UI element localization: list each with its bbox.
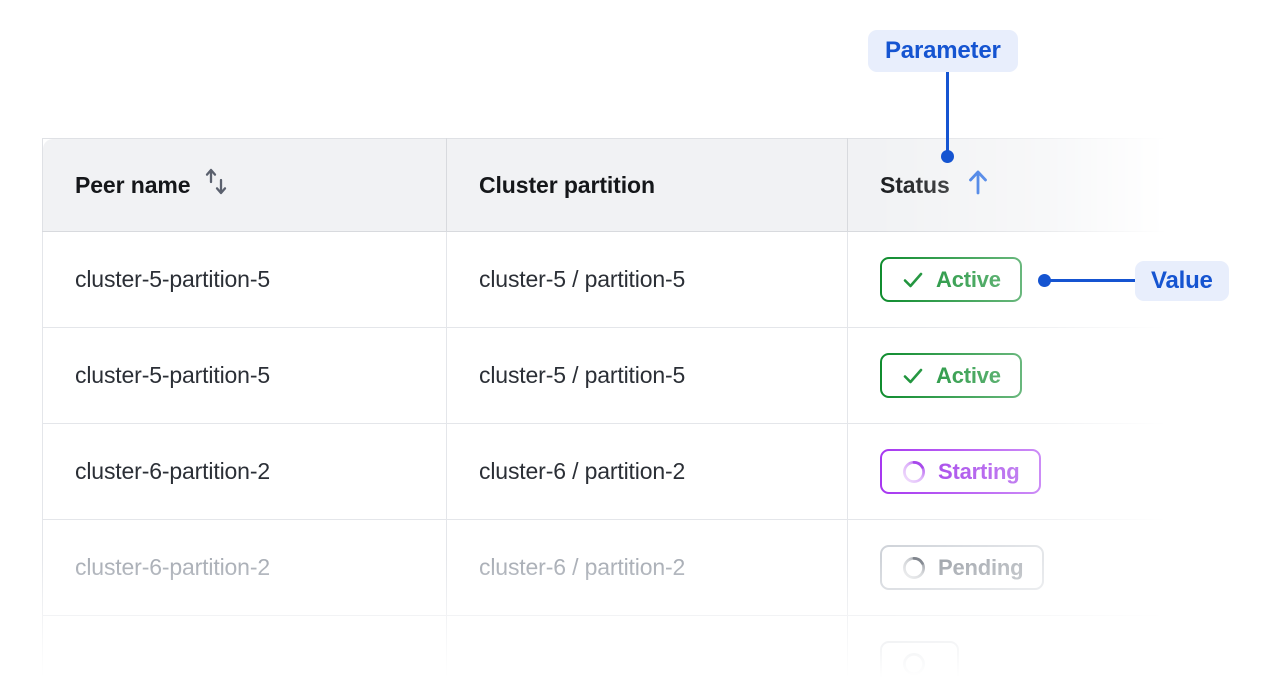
cell-status [847, 615, 1202, 688]
table-row[interactable]: cluster-5-partition-5 cluster-5 / partit… [42, 327, 1202, 424]
table-row[interactable]: cluster-5-partition-5 cluster-5 / partit… [42, 231, 1202, 328]
arrow-up-icon[interactable] [964, 167, 992, 203]
cell-peer-name: cluster-6-partition-2 [42, 423, 447, 520]
status-badge-label: Pending [938, 554, 1024, 580]
cell-status: Starting [847, 423, 1202, 520]
cell-cluster-partition [446, 615, 848, 688]
cell-peer-name: cluster-5-partition-5 [42, 327, 447, 424]
parameter-connector-dot [941, 150, 954, 163]
cell-peer-name [42, 615, 447, 688]
table-header-row: Peer name Cluster partition [42, 138, 1202, 232]
status-badge-active: Active [880, 257, 1022, 302]
cell-cluster-partition: cluster-5 / partition-5 [446, 231, 848, 328]
cell-status: Active [847, 231, 1202, 328]
cell-status: Pending [847, 519, 1202, 616]
status-badge-active: Active [880, 353, 1022, 398]
cell-cluster-partition: cluster-5 / partition-5 [446, 327, 848, 424]
check-icon [901, 268, 925, 292]
peer-table-container: Peer name Cluster partition [42, 138, 1202, 688]
callout-value-label: Value [1151, 267, 1213, 294]
cell-peer-name: cluster-5-partition-5 [42, 231, 447, 328]
table-row[interactable]: cluster-6-partition-2 cluster-6 / partit… [42, 423, 1202, 520]
table-row[interactable]: cluster-6-partition-2 cluster-6 / partit… [42, 519, 1202, 616]
column-header-peer-name[interactable]: Peer name [42, 138, 447, 232]
status-badge-label: Active [936, 362, 1001, 388]
column-header-status[interactable]: Status [847, 138, 1202, 232]
value-connector-line [1046, 279, 1138, 282]
callout-value: Value [1135, 261, 1229, 301]
status-badge-pending: Pending [880, 545, 1045, 590]
column-header-status-label: Status [880, 171, 950, 198]
spinner-icon [901, 555, 927, 581]
cell-cluster-partition: cluster-6 / partition-2 [446, 519, 848, 616]
cell-peer-name: cluster-6-partition-2 [42, 519, 447, 616]
status-badge-starting: Starting [880, 449, 1041, 494]
table-body: cluster-5-partition-5 cluster-5 / partit… [42, 231, 1202, 688]
check-icon [901, 364, 925, 388]
table-header: Peer name Cluster partition [42, 138, 1202, 232]
callout-parameter: Parameter [868, 30, 1018, 72]
status-badge-label: Active [936, 266, 1001, 292]
status-badge-label: Starting [938, 458, 1020, 484]
callout-parameter-label: Parameter [885, 37, 1001, 64]
cell-status: Active [847, 327, 1202, 424]
spinner-icon [901, 459, 927, 485]
sort-updown-icon[interactable] [204, 167, 230, 203]
status-badge-pending [880, 641, 959, 686]
value-connector-dot [1038, 274, 1051, 287]
column-header-cluster-partition[interactable]: Cluster partition [446, 138, 848, 232]
spinner-icon [901, 651, 927, 677]
column-header-cluster-partition-label: Cluster partition [479, 171, 655, 198]
column-header-peer-name-label: Peer name [75, 171, 191, 198]
table-row[interactable] [42, 615, 1202, 688]
parameter-connector-line [946, 69, 949, 155]
peer-table: Peer name Cluster partition [42, 138, 1202, 688]
cell-cluster-partition: cluster-6 / partition-2 [446, 423, 848, 520]
